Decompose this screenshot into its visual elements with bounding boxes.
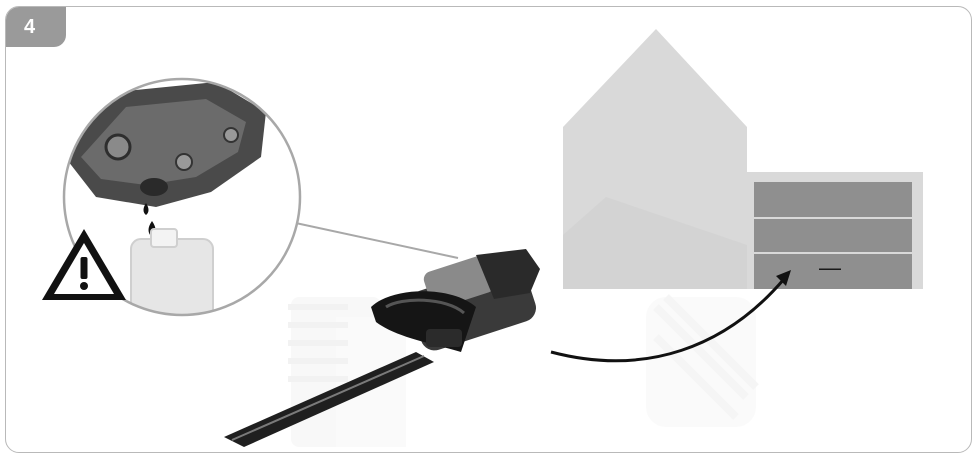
garage-door-sign: — (819, 255, 841, 280)
instruction-panel: 4 — (5, 6, 972, 453)
garage-door: — (754, 182, 912, 289)
zoom-connector (291, 222, 458, 258)
illustration-canvas: — (6, 7, 971, 452)
